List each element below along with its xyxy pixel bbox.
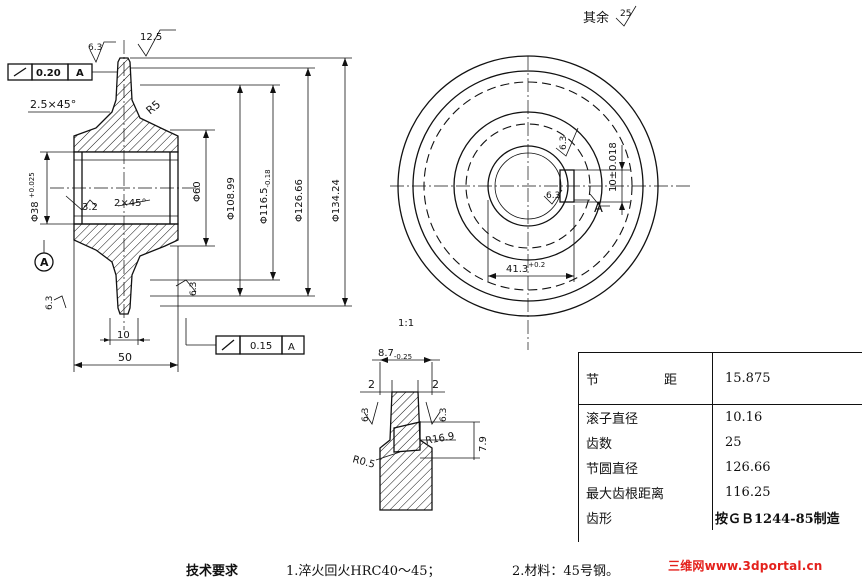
section-lower (73, 223, 179, 315)
bore-dia-label: Φ38 +0.025 (28, 172, 41, 222)
front-view: 6.3 10±0.018 6.3 A 41.3+0.2 1:1 (390, 55, 690, 350)
pitch-circle (423, 81, 633, 291)
radius-big-label: R16.9 (425, 431, 456, 447)
surface-rest-label: 其余 (583, 10, 609, 26)
roughness-top-right: 12.5 (140, 32, 162, 43)
tech-req-item-2: 2.材料：45号钢。 (512, 564, 619, 579)
tol-face-datum: A (288, 342, 295, 353)
table-row: 节 距 15.875 (578, 352, 862, 405)
datum-a-right: A (594, 201, 603, 216)
keyway-depth-label: 41.3+0.2 (506, 261, 545, 275)
spec-value-pitch-dia: 126.66 (725, 460, 771, 475)
bore-circle (487, 145, 569, 227)
tech-req-item-1: 1.淬火回火HRC40～45； (286, 564, 441, 579)
chamfer-left-label: 2 (368, 378, 375, 391)
spec-value-roller: 10.16 (725, 410, 763, 425)
outer-circle (397, 55, 659, 317)
root-dia2-label: Φ116.5-0.18 (259, 169, 272, 224)
root-dia-label: Φ108.99 (226, 177, 237, 220)
roughness-top-tooth: 6.3 (88, 43, 102, 53)
tip-dia-label: Φ134.24 (331, 179, 342, 222)
fillet-label: R5 (144, 98, 164, 117)
hub-circle (453, 111, 603, 261)
height-label: 7.9 (478, 436, 489, 452)
tol-radial-datum: A (76, 68, 84, 79)
pitch-dia-label: Φ126.66 (294, 179, 305, 222)
hub-dash-circle (465, 123, 591, 249)
spec-label-roller: 滚子直径 (578, 404, 713, 430)
section-upper (73, 57, 179, 153)
spec-value-teeth: 25 (725, 435, 742, 450)
surface-rest-value: 25 (620, 9, 631, 19)
table-row: 齿数 25 (578, 430, 862, 455)
bore-inner-circle (494, 152, 562, 220)
tol-face-value: 0.15 (250, 341, 272, 352)
web-width-label: 10 (117, 330, 130, 341)
spec-value-root-dist: 116.25 (725, 485, 771, 500)
roughness-detail-right: 6.3 (439, 408, 449, 422)
tol-radial-value: 0.20 (36, 68, 61, 79)
chamfer-right-label: 2 (432, 378, 439, 391)
tech-req-title: 技术要求 (186, 564, 239, 579)
tooth-width-label: 8.7-0.25 (378, 348, 412, 361)
bore-chamfer-label: 2×45° (114, 198, 146, 209)
spec-label-pitch: 节 距 (578, 352, 713, 405)
roughness-face: 6.3 (189, 282, 199, 296)
keyway-width-label: 10±0.018 (608, 142, 619, 192)
technical-requirements: 技术要求 1.淬火回火HRC40～45； 2.材料：45号钢。 (0, 558, 867, 580)
roughness-left: 6.3 (45, 296, 55, 310)
table-row: 滚子直径 10.16 (578, 404, 862, 430)
spec-label-tooth-form: 齿形 (578, 505, 713, 530)
datum-a-label: A (40, 256, 49, 269)
bore-roughness-right: 6.3 (546, 191, 560, 201)
chamfer-hub-label: 2.5×45° (30, 98, 76, 111)
radius-small-label: R0.5 (351, 454, 376, 471)
scale-label: 1:1 (398, 318, 414, 329)
root-circle (412, 70, 644, 302)
tooth-detail-view: 8.7-0.25 2 2 6.3 6.3 R16.9 R0.5 7.9 (351, 348, 489, 511)
table-row: 最大齿根距离 116.25 (578, 480, 862, 505)
hub-length-label: 50 (118, 351, 132, 364)
table-row: 节圆直径 126.66 (578, 455, 862, 480)
keyway-roughness: 6.3 (559, 136, 569, 150)
roughness-detail-left: 6.3 (361, 408, 371, 422)
hub-dia-label: Φ60 (192, 181, 203, 202)
spec-label-teeth: 齿数 (578, 430, 713, 455)
bore-roughness: 3.2 (82, 202, 98, 213)
spec-table: 节 距 15.875 滚子直径 10.16 齿数 25 节圆直径 126.66 … (578, 352, 862, 530)
section-view: 6.3 12.5 0.20 A 2.5×45° R5 Φ38 +0.025 3.… (7, 29, 352, 372)
spec-value-pitch: 15.875 (712, 352, 862, 405)
site-watermark: 三维网www.3dportal.cn (668, 555, 865, 577)
table-row: 齿形 按ＧＢ1244-85制造 (578, 505, 862, 530)
spec-label-root-dist: 最大齿根距离 (578, 480, 713, 505)
general-roughness-note: 其余 25 (583, 5, 637, 27)
spec-value-tooth-form: 按ＧＢ1244-85制造 (715, 512, 840, 527)
spec-label-pitch-dia: 节圆直径 (578, 455, 713, 480)
